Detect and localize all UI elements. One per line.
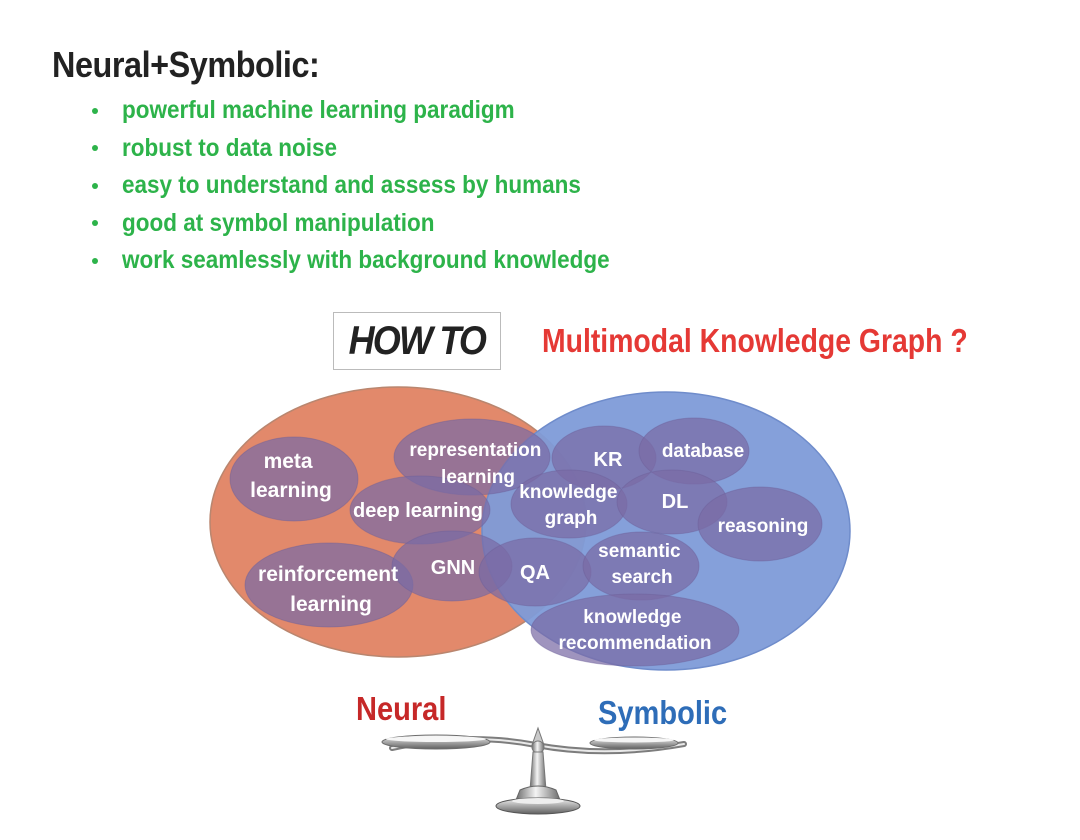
topic-kr-label: KR	[594, 449, 623, 471]
topic-deep-learning-label: deep learning	[353, 500, 483, 522]
howto-box: HOW TO	[333, 312, 501, 370]
bullet-icon	[92, 145, 98, 152]
topic-knowledge-recommendation-label: knowledge recommendation	[558, 607, 711, 654]
topic-reasoning-label: reasoning	[718, 516, 809, 537]
neural-label: Neural	[356, 690, 447, 727]
topic-reasoning-ellipse	[697, 486, 823, 562]
bullet-icon	[92, 182, 98, 189]
topic-meta-learning-ellipse	[229, 436, 359, 522]
bullet-item: good at symbol manipulation	[92, 205, 664, 243]
bullet-list: powerful machine learning paradigm robus…	[92, 92, 664, 280]
howto-text: HOW TO	[348, 318, 487, 363]
topic-representation-learning-label: representation learning	[409, 440, 546, 488]
topic-database-label: database	[662, 441, 744, 462]
bullet-icon	[92, 257, 98, 264]
bullet-icon	[92, 107, 98, 114]
symbolic-label: Symbolic	[598, 694, 728, 731]
topic-semantic-search-label: semantic search	[598, 541, 686, 588]
bullet-icon	[92, 220, 98, 227]
topic-knowledge-graph-label: knowledge graph	[519, 482, 622, 529]
bullet-item: powerful machine learning paradigm	[92, 92, 664, 130]
question-title: Multimodal Knowledge Graph ?	[542, 322, 968, 359]
topic-meta-learning-label: meta learning	[250, 450, 332, 502]
topic-gnn-label: GNN	[431, 557, 475, 579]
topic-qa-label: QA	[520, 562, 550, 584]
bullet-item: easy to understand and assess by humans	[92, 167, 664, 205]
bullet-item: robust to data noise	[92, 130, 664, 168]
topic-knowledge-recommendation-ellipse	[530, 593, 740, 667]
topic-reinforcement-learning-label: reinforcement learning	[258, 563, 404, 616]
balance-scale-icon	[381, 726, 687, 815]
topic-dl-label: DL	[662, 491, 689, 513]
slide-heading: Neural+Symbolic:	[52, 44, 320, 85]
bullet-item: work seamlessly with background knowledg…	[92, 242, 664, 280]
